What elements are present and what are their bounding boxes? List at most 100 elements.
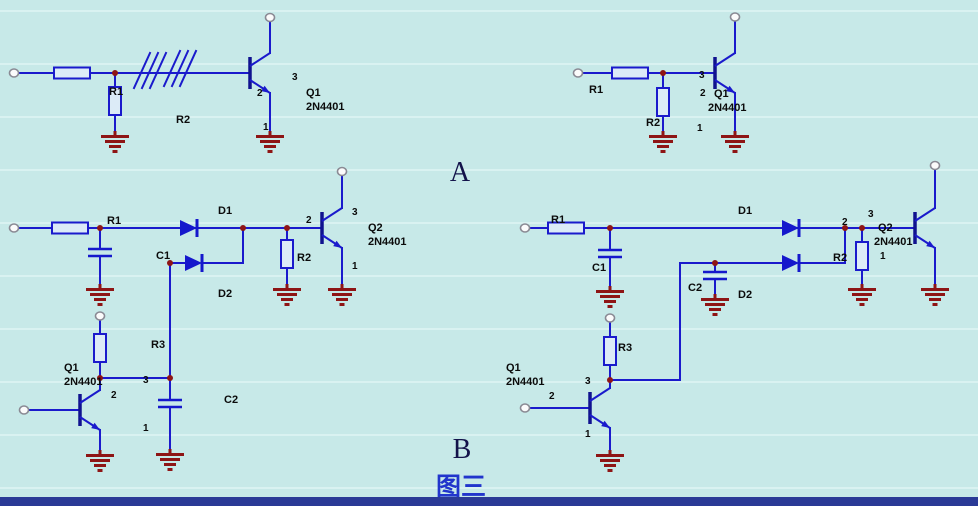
q1-pin-3-label: 3 <box>143 375 149 386</box>
ground-icon <box>699 292 731 316</box>
junction-dot <box>842 225 848 231</box>
input-port <box>8 68 20 78</box>
resistor-r1-label: R1 <box>551 214 565 226</box>
junction-dot <box>607 225 613 231</box>
transistor-q2-ref-label: Q2 <box>368 222 383 234</box>
capacitor-c1-label: C1 <box>156 250 170 262</box>
collector-port <box>729 12 741 22</box>
ground-icon <box>326 282 358 306</box>
ground-icon <box>271 282 303 306</box>
transistor-ref-label: Q1 <box>714 88 729 100</box>
junction-dot <box>660 70 666 76</box>
resistor-r2-label: R2 <box>297 252 311 264</box>
ground-icon <box>594 284 626 308</box>
supply-port <box>604 313 616 323</box>
diode-d1-label: D1 <box>218 205 232 217</box>
pin-3-label: 3 <box>292 72 298 83</box>
junction-dot <box>607 377 613 383</box>
junction-dot <box>167 375 173 381</box>
ground-icon <box>719 129 751 153</box>
diode-d1 <box>780 217 801 239</box>
ground-icon <box>84 448 116 472</box>
collector-port <box>264 12 276 23</box>
resistor-r3 <box>93 333 107 363</box>
resistor-r2-label: R2 <box>646 117 660 129</box>
pin-1-label: 1 <box>697 123 703 134</box>
junction-dot <box>240 225 246 231</box>
transistor-q1 <box>713 51 737 95</box>
transistor-q1-ref-label: Q1 <box>64 362 79 374</box>
junction-dot <box>167 260 173 266</box>
q2-pin-1-label: 1 <box>880 251 886 262</box>
q2-pin-1-label: 1 <box>352 261 358 272</box>
circuit-top-left: R1 R2 3 2 1 Q1 2N4401 <box>8 12 345 153</box>
q1-pin-2-label: 2 <box>549 391 555 402</box>
transistor-q2-part-label: 2N4401 <box>874 236 913 248</box>
ground-icon <box>647 129 679 153</box>
resistor-r2-label: R2 <box>833 252 847 264</box>
transistor-q2 <box>913 206 937 250</box>
diode-d1-label: D1 <box>738 205 752 217</box>
pin-3-label: 3 <box>699 70 705 81</box>
pin-1-label: 1 <box>263 122 269 133</box>
junction-dot <box>112 70 118 76</box>
resistor-r1-label: R1 <box>107 215 121 227</box>
q1-pin-1-label: 1 <box>585 429 591 440</box>
collector-port <box>336 166 348 177</box>
capacitor-c1-label: C1 <box>592 262 606 274</box>
resistor-r2 <box>855 241 869 271</box>
ground-icon <box>99 129 131 153</box>
diode-d2-label: D2 <box>738 289 752 301</box>
transistor-part-label: 2N4401 <box>306 101 345 113</box>
wire-set <box>528 169 936 451</box>
footer-bar <box>0 497 978 506</box>
circuit-bottom-left: R1 D1 C1 D2 R2 3 2 1 Q2 2N4401 R3 Q1 2N4… <box>8 166 407 472</box>
capacitor-c1 <box>86 247 114 258</box>
diode-d1 <box>178 217 199 239</box>
transistor-part-label: 2N4401 <box>708 102 747 114</box>
transistor-ref-label: Q1 <box>306 87 321 99</box>
figure-caption: 图三 <box>436 473 486 501</box>
pin-2-label: 2 <box>257 88 263 99</box>
q2-pin-3-label: 3 <box>352 207 358 218</box>
transistor-q1 <box>588 386 612 430</box>
q2-pin-2-label: 2 <box>306 215 312 226</box>
ground-icon <box>254 129 286 153</box>
base-port <box>519 403 531 413</box>
resistor-r1-label: R1 <box>109 86 123 98</box>
wire-set <box>581 20 736 132</box>
ground-icon <box>594 448 626 472</box>
junction-dot <box>859 225 865 231</box>
capacitor-c2-label: C2 <box>688 282 702 294</box>
crossout-strokes <box>132 49 198 90</box>
ground-icon <box>919 282 951 306</box>
junction-dot <box>97 375 103 381</box>
section-label-a: A <box>450 157 471 188</box>
ground-icon <box>84 282 116 306</box>
resistor-r1-label: R1 <box>589 84 603 96</box>
transistor-q1 <box>78 388 102 432</box>
resistor-r3-label: R3 <box>618 342 632 354</box>
series-resistor <box>51 221 89 235</box>
collector-port <box>929 160 941 171</box>
transistor-q1-ref-label: Q1 <box>506 362 521 374</box>
input-port <box>572 68 584 78</box>
resistor-r2 <box>656 87 670 117</box>
transistor-q1-part-label: 2N4401 <box>506 376 545 388</box>
ground-icon <box>846 282 878 306</box>
diode-d2-label: D2 <box>218 288 232 300</box>
input-port <box>8 223 20 233</box>
transistor-q1 <box>248 51 272 95</box>
capacitor-c2-label: C2 <box>224 394 238 406</box>
resistor-r2-label: R2 <box>176 114 190 126</box>
resistor-r2 <box>280 239 294 269</box>
series-resistor <box>53 66 91 80</box>
capacitor-c2 <box>701 270 729 281</box>
transistor-q2-part-label: 2N4401 <box>368 236 407 248</box>
resistor-r1 <box>611 66 649 80</box>
wire-set <box>17 175 343 451</box>
pin-2-label: 2 <box>700 88 706 99</box>
junction-dot <box>97 225 103 231</box>
